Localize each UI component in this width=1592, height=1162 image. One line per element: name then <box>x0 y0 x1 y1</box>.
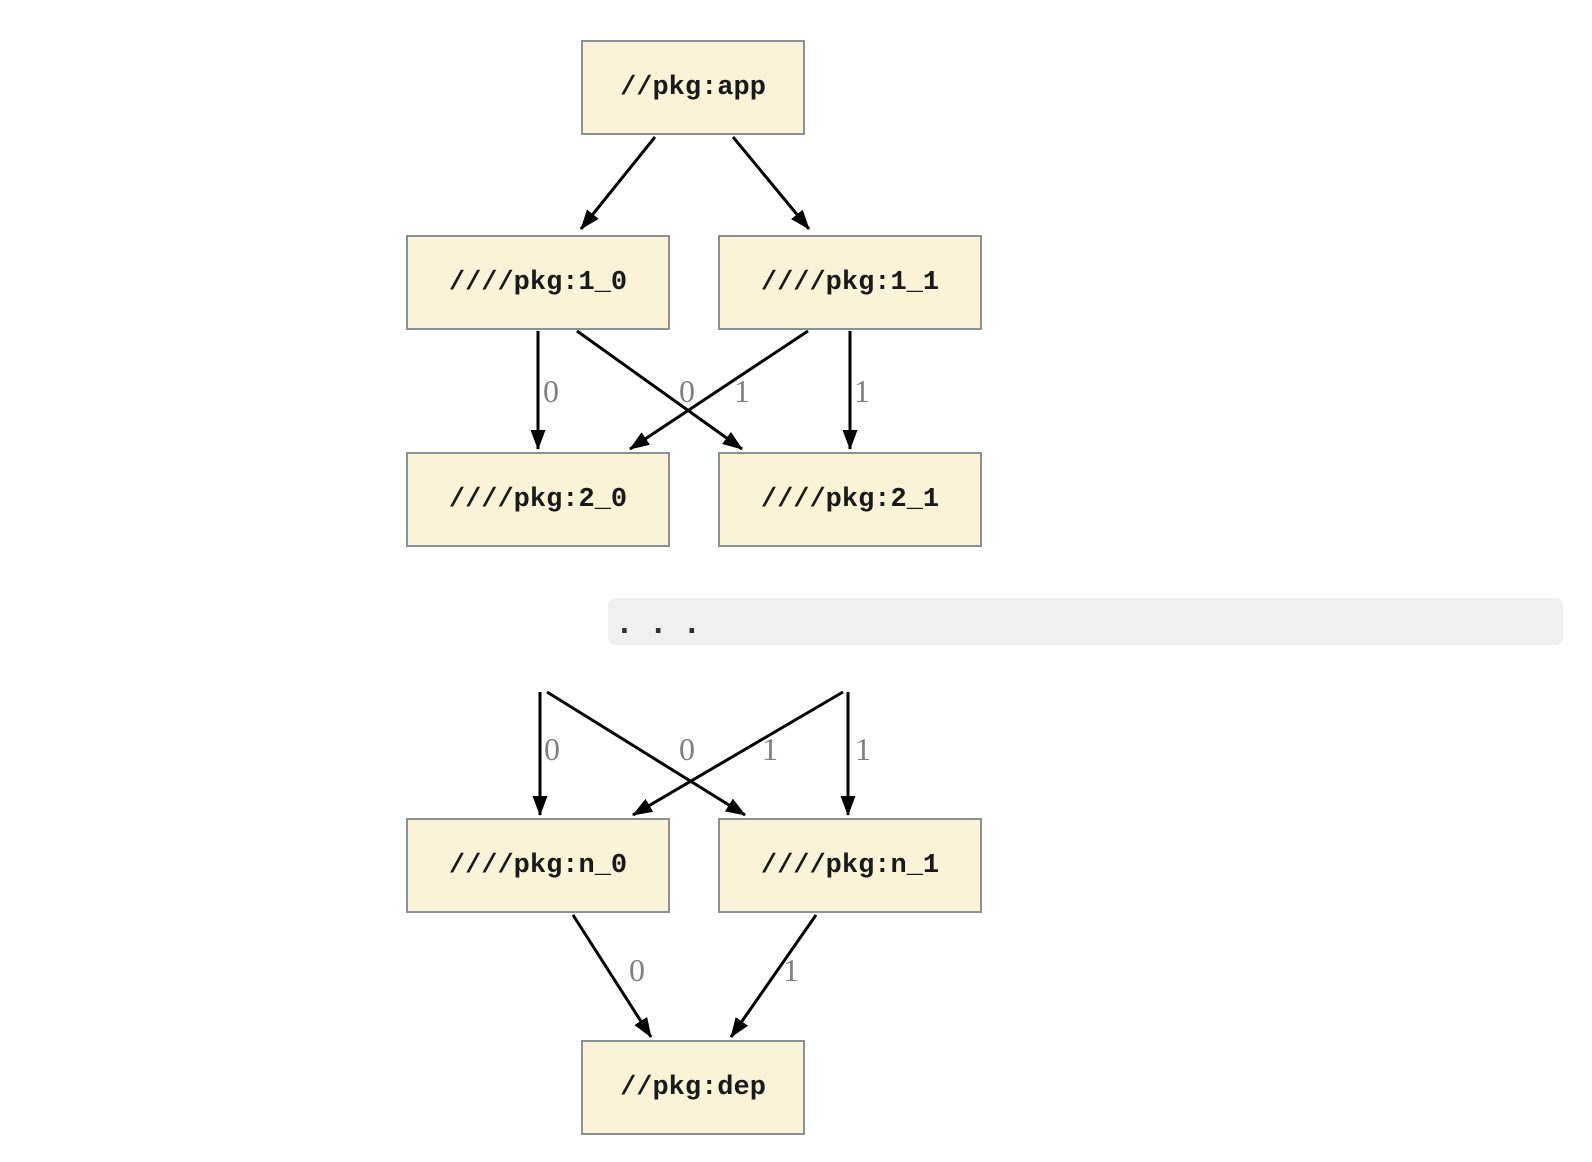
edge-hidden0-to-n_1 <box>546 690 746 817</box>
edge-label-n_1-to-dep: 1 <box>783 952 799 988</box>
ellipsis-dots: . . . <box>616 607 701 640</box>
node-pkg-n_0: ////pkg:n_0 <box>406 818 670 913</box>
ellipsis-band <box>608 598 1563 645</box>
node-pkg-dep: //pkg:dep <box>581 1040 805 1135</box>
node-pkg-dep-label: //pkg:dep <box>620 1072 766 1103</box>
edge-label-hidden0-to-n_0: 0 <box>544 731 560 767</box>
edge-label-1_1-to-2_1: 1 <box>854 373 870 409</box>
edge-hidden1-to-n_0 <box>632 690 844 817</box>
node-pkg-n_1: ////pkg:n_1 <box>718 818 982 913</box>
edge-label-hidden1-to-n_1: 1 <box>855 731 871 767</box>
node-pkg-1_0: ////pkg:1_0 <box>406 235 670 330</box>
node-pkg-app-label: //pkg:app <box>620 72 766 103</box>
edge-label-hidden1-to-n_0: 0 <box>679 731 695 767</box>
edge-n_1-to-dep <box>729 914 818 1038</box>
edge-app-to-1_0 <box>579 136 657 230</box>
node-pkg-n_1-label: ////pkg:n_1 <box>760 850 940 881</box>
edge-n_0-to-dep <box>571 914 653 1038</box>
node-pkg-2_0: ////pkg:2_0 <box>406 452 670 547</box>
node-pkg-1_0-label: ////pkg:1_0 <box>448 267 628 298</box>
edge-label-1_0-to-2_1: 1 <box>734 373 750 409</box>
node-pkg-1_1: ////pkg:1_1 <box>718 235 982 330</box>
edge-1_1-to-2_0 <box>629 329 809 451</box>
edge-label-1_0-to-2_0: 0 <box>543 373 559 409</box>
edge-label-1_1-to-2_0: 0 <box>679 373 695 409</box>
node-pkg-2_1-label: ////pkg:2_1 <box>760 484 940 515</box>
node-pkg-1_1-label: ////pkg:1_1 <box>760 267 940 298</box>
node-pkg-n_0-label: ////pkg:n_0 <box>448 850 628 881</box>
edge-label-n_0-to-dep: 0 <box>629 952 645 988</box>
node-pkg-2_1: ////pkg:2_1 <box>718 452 982 547</box>
node-pkg-app: //pkg:app <box>581 40 805 135</box>
edge-1_0-to-2_1 <box>576 329 743 451</box>
edge-app-to-1_1 <box>731 136 811 230</box>
edge-label-hidden0-to-n_1: 1 <box>762 731 778 767</box>
node-pkg-2_0-label: ////pkg:2_0 <box>448 484 628 515</box>
